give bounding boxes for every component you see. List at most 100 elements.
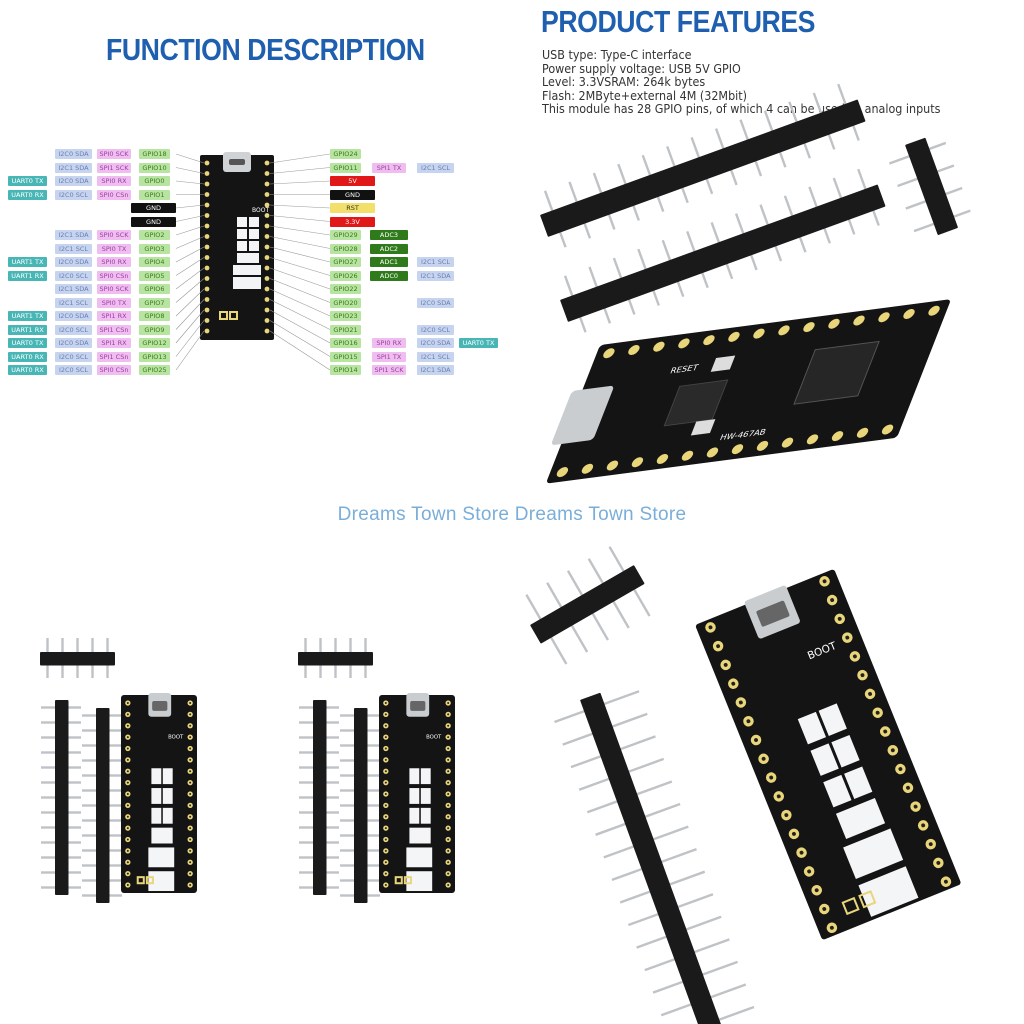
feature-line: Level: 3.3VSRAM: 264k bytes xyxy=(542,75,706,89)
pin-pad xyxy=(653,341,665,352)
pin-pad xyxy=(756,440,769,451)
pin-hole xyxy=(921,823,926,828)
pin-label-spi: SPI1 SCK xyxy=(372,365,406,375)
usb-c-opening xyxy=(410,700,426,711)
pin-label-uart: UART1 RX xyxy=(8,324,47,335)
test-pad xyxy=(219,311,228,320)
long-header xyxy=(554,690,755,1024)
pin-pad xyxy=(628,344,640,355)
pin-hole xyxy=(447,872,450,875)
pin-label-spi: SPI1 TX xyxy=(372,351,406,362)
boot-label: BOOT xyxy=(252,207,269,214)
pin-pad xyxy=(264,276,270,281)
pin-header xyxy=(41,700,81,895)
pin-pad xyxy=(781,437,794,448)
pin-label-i2c: I2C0 SCL xyxy=(55,324,92,335)
boot-label: BOOT xyxy=(426,735,442,741)
pin-hole xyxy=(875,710,880,715)
silk-block xyxy=(406,847,433,868)
pin-label-i2c: I2C1 SDA xyxy=(417,365,454,375)
pin-pad xyxy=(264,244,270,250)
reset-button xyxy=(710,355,736,372)
pin-leader xyxy=(269,309,331,344)
pin-label-adc: ADC1 xyxy=(370,257,408,267)
pin-hole xyxy=(447,702,450,704)
pin-pad xyxy=(264,307,270,313)
short-header xyxy=(888,137,971,235)
silk-block xyxy=(148,871,175,892)
pin-hole xyxy=(447,781,450,784)
pin-leader xyxy=(269,320,331,357)
pin-hole xyxy=(189,724,192,727)
pin-hole xyxy=(384,724,387,727)
pin-pad xyxy=(831,431,844,442)
pin-pad xyxy=(264,265,270,271)
pin-pad xyxy=(204,286,210,292)
pin-label-gpio: GPIO0 xyxy=(139,176,170,186)
pin-leader xyxy=(175,225,205,236)
pin-hole xyxy=(898,767,903,771)
pin-hole xyxy=(890,748,895,753)
pin-pad xyxy=(264,202,270,208)
pin-hole xyxy=(126,770,129,773)
pin-label-i2c: I2C0 SCL xyxy=(417,324,454,335)
pin-hole xyxy=(829,925,834,930)
pin-label-i2c: I2C0 SDA xyxy=(55,257,92,267)
pin-leader xyxy=(175,180,205,185)
silk-block xyxy=(810,743,839,776)
pin-hole xyxy=(746,719,751,724)
pin-hole xyxy=(126,849,129,852)
long-header-2 xyxy=(560,168,886,333)
pin-hole xyxy=(189,793,192,795)
pin-pad xyxy=(204,265,210,271)
pin-label-i2c: I2C1 SCL xyxy=(417,162,454,173)
header-body xyxy=(55,700,69,895)
pin-hole xyxy=(731,681,736,686)
pin-label-spi: SPI1 RX xyxy=(97,338,131,348)
pin-label-gpio: GPIO20 xyxy=(330,297,361,308)
silk-block xyxy=(818,703,847,736)
pin-leader xyxy=(269,246,331,263)
pin-leader xyxy=(175,236,205,249)
pin-hole xyxy=(189,815,192,818)
header-body xyxy=(530,565,645,644)
pin-label-i2c: I2C1 SCL xyxy=(417,257,454,267)
pin-pad xyxy=(264,286,270,292)
silk-block xyxy=(151,768,162,785)
pin-pad xyxy=(204,244,210,250)
pin-header xyxy=(40,638,115,678)
pin-label-spi: SPI0 TX xyxy=(97,297,131,308)
pin-leader xyxy=(269,180,331,185)
short-header xyxy=(298,638,373,678)
pin-label-i2c: I2C1 SDA xyxy=(55,230,92,240)
pin-hole xyxy=(189,770,192,773)
pin-pad xyxy=(264,223,270,229)
pin-hole xyxy=(189,884,192,886)
pin-hole xyxy=(126,861,129,864)
store-watermark: Dreams Town Store Dreams Town Store xyxy=(337,504,687,525)
pin-label-i2c: I2C0 SDA xyxy=(55,311,92,321)
pin-label-spi: SPI0 TX xyxy=(97,243,131,254)
pin-label-gpio: GPIO9 xyxy=(139,324,170,335)
pin-hole xyxy=(384,849,387,852)
chip xyxy=(663,379,729,427)
pin-label-gpio: GPIO23 xyxy=(330,311,361,321)
pin-pad xyxy=(204,328,210,334)
pin-hole xyxy=(822,579,827,584)
pin-leader xyxy=(269,167,331,174)
pin-hole xyxy=(447,827,450,830)
silk-block xyxy=(162,807,173,824)
silk-block xyxy=(233,277,261,289)
pin-hole xyxy=(384,770,387,773)
pin-label-i2c: I2C0 SCL xyxy=(55,189,92,200)
pin-label-gpio: GPIO5 xyxy=(139,270,170,281)
silk-block xyxy=(420,768,431,785)
pin-label-gpio: GPIO28 xyxy=(330,243,361,254)
pin-hole xyxy=(936,860,941,865)
pin-leader xyxy=(175,167,205,174)
pin-label-i2c: I2C1 SCL xyxy=(55,243,92,254)
pin-pad xyxy=(603,348,615,359)
pin-leader xyxy=(269,204,331,209)
pin-hole xyxy=(384,838,387,841)
pin-leader xyxy=(175,153,205,164)
